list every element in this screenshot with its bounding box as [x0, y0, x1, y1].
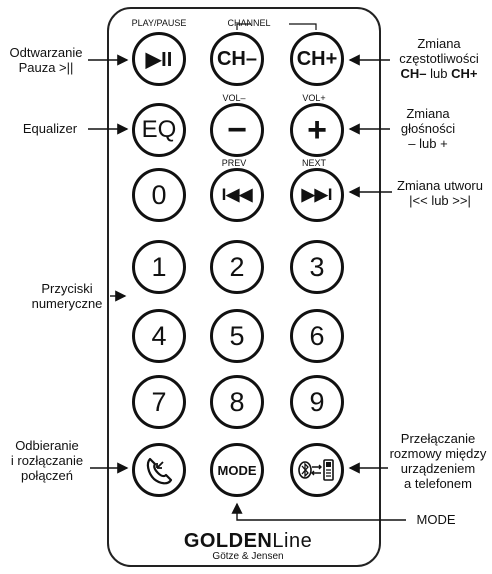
annotation-volume: Zmiana głośności – lub +	[400, 106, 456, 151]
annotation-call: Odbieranie i rozłączanie połączeń	[10, 438, 84, 483]
next-label: NEXT	[301, 158, 326, 168]
annotation-equalizer: Equalizer	[22, 121, 78, 136]
annotation-numeric-buttons: Przyciski numeryczne	[31, 281, 103, 311]
logo-brand-bold: GOLDEN	[183, 530, 273, 552]
vol-plus-label: VOL+	[302, 93, 326, 103]
next-track-button[interactable]: ▶▶I	[290, 168, 344, 222]
play-pause-button[interactable]: ▶II	[132, 32, 186, 86]
vol-minus-label: VOL–	[222, 93, 246, 103]
play-pause-label: PLAY/PAUSE	[131, 18, 187, 28]
annotation-mode: MODE	[416, 512, 456, 527]
zero-button[interactable]: 0	[132, 168, 186, 222]
six-button[interactable]: 6	[290, 309, 344, 363]
mode-button[interactable]: MODE	[210, 443, 264, 497]
annotation-play-pause: Odtwarzanie Pauza >||	[9, 45, 83, 75]
prev-label: PREV	[221, 158, 247, 168]
prev-track-button[interactable]: I◀◀	[210, 168, 264, 222]
nine-button[interactable]: 9	[290, 375, 344, 429]
call-button[interactable]	[132, 443, 186, 497]
channel-label: CHANNEL	[227, 18, 271, 28]
volume-up-button[interactable]: +	[290, 103, 344, 157]
volume-down-button[interactable]: −	[210, 103, 264, 157]
four-button[interactable]: 4	[132, 309, 186, 363]
one-button[interactable]: 1	[132, 240, 186, 294]
logo-maker: Götze & Jensen	[212, 551, 284, 562]
three-button[interactable]: 3	[290, 240, 344, 294]
five-button[interactable]: 5	[210, 309, 264, 363]
two-button[interactable]: 2	[210, 240, 264, 294]
phone-icon	[146, 457, 173, 485]
annotation-switch-call: Przełączanie rozmowy między urządzeniem …	[389, 431, 487, 491]
bluetooth-phone-transfer-icon	[298, 459, 334, 481]
logo-brand-light: Line	[272, 530, 313, 552]
ch-plus-button[interactable]: CH+	[290, 32, 344, 86]
annotation-frequency: Zmiana częstotliwości CH– lub CH+	[399, 36, 479, 81]
ch-minus-button[interactable]: CH–	[210, 32, 264, 86]
eq-button[interactable]: EQ	[132, 103, 186, 157]
eight-button[interactable]: 8	[210, 375, 264, 429]
annotation-track: Zmiana utworu |<< lub >>|	[397, 178, 483, 208]
brand-logo: GOLDENLine Götze & Jensen	[168, 530, 328, 562]
switch-audio-button[interactable]	[290, 443, 344, 497]
seven-button[interactable]: 7	[132, 375, 186, 429]
